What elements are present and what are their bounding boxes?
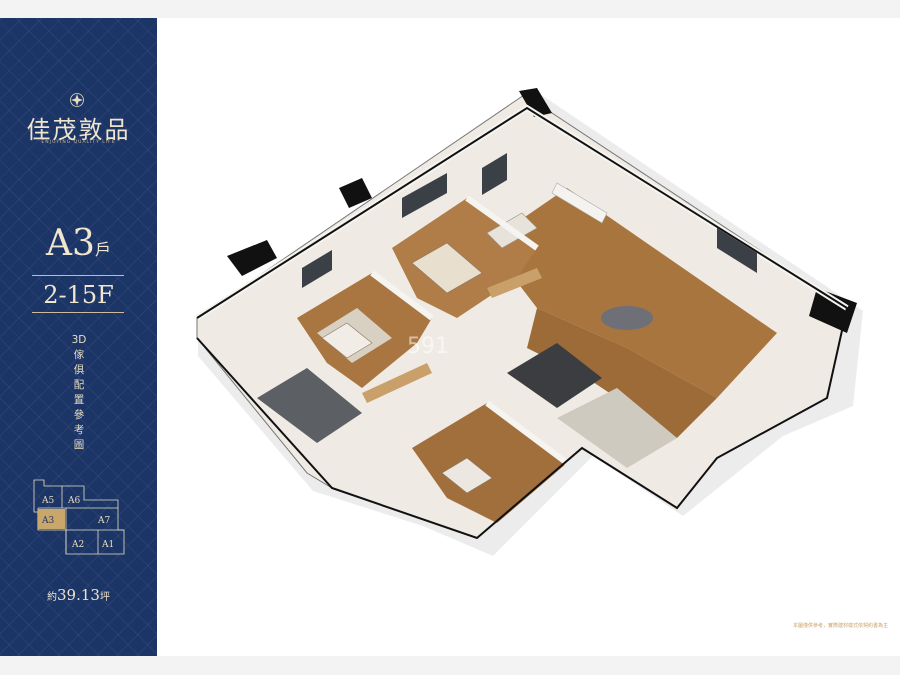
keyplan-label: A5	[41, 496, 54, 506]
bedroom-3-bed	[441, 457, 493, 494]
wall-column	[519, 88, 552, 117]
area-unit: 坪	[99, 592, 110, 603]
bathroom-1	[257, 368, 362, 443]
dining-floor	[527, 308, 717, 438]
description-char: 傢	[73, 349, 85, 361]
window	[302, 250, 332, 288]
wardrobe-2	[487, 268, 542, 298]
floor-range: 2-15F	[43, 281, 114, 309]
floor-plan-render: 591	[195, 88, 863, 556]
watermark: 591	[407, 334, 449, 359]
unit-suffix: 戶	[94, 240, 111, 259]
kitchen-floor	[557, 388, 677, 468]
keyplan-highlight	[38, 509, 65, 529]
brand-name: 佳茂敦品	[26, 116, 131, 144]
area-size: 約39.13坪	[0, 585, 157, 604]
bathroom-2	[507, 343, 602, 408]
window	[482, 153, 507, 195]
brand-sidebar: 佳茂敦品 ENJOYING QUALITY LIFE A3戶 2-15F 3D …	[0, 18, 157, 656]
wall-column	[227, 240, 277, 276]
area-value: 39.13	[57, 586, 100, 604]
keyplan-label: A7	[97, 516, 110, 526]
window	[402, 173, 447, 218]
unit-title: A3戶	[0, 223, 157, 264]
description-char: 置	[73, 394, 85, 406]
window	[717, 228, 757, 273]
living-room-floor	[487, 188, 777, 398]
wall-column	[339, 178, 372, 208]
description-char: 3D	[71, 334, 87, 346]
brand-tagline: ENJOYING QUALITY LIFE	[41, 140, 116, 145]
description-char: 俱	[73, 364, 85, 376]
wall-column	[809, 288, 857, 333]
keyplan-label: A2	[71, 540, 84, 550]
disclaimer-note: 本圖僅供參考，實際建材樣式依契約書為主	[792, 623, 888, 629]
description-char: 參	[73, 409, 85, 421]
keyplan-label: A3	[41, 516, 54, 526]
divider-bottom	[32, 312, 124, 313]
tv-cabinet	[551, 182, 608, 224]
description-char: 圖	[73, 439, 85, 451]
unit-code: A3	[46, 223, 95, 264]
dining-table	[601, 306, 653, 330]
key-plan: A5 A6 A3 A7 A2 A1	[33, 479, 125, 555]
wardrobe-1	[362, 363, 432, 403]
area-prefix: 約	[47, 592, 58, 603]
keyplan-label: A1	[101, 540, 114, 550]
logo-emblem-icon	[70, 93, 84, 107]
description-char: 配	[73, 379, 85, 391]
description-char: 考	[73, 424, 85, 436]
description-label: 3D 傢 俱 配 置 參 考 圖	[70, 333, 88, 453]
bedroom-2-bed	[321, 322, 373, 359]
master-bed	[411, 242, 483, 294]
divider-top	[32, 275, 124, 276]
keyplan-label: A6	[67, 496, 80, 506]
